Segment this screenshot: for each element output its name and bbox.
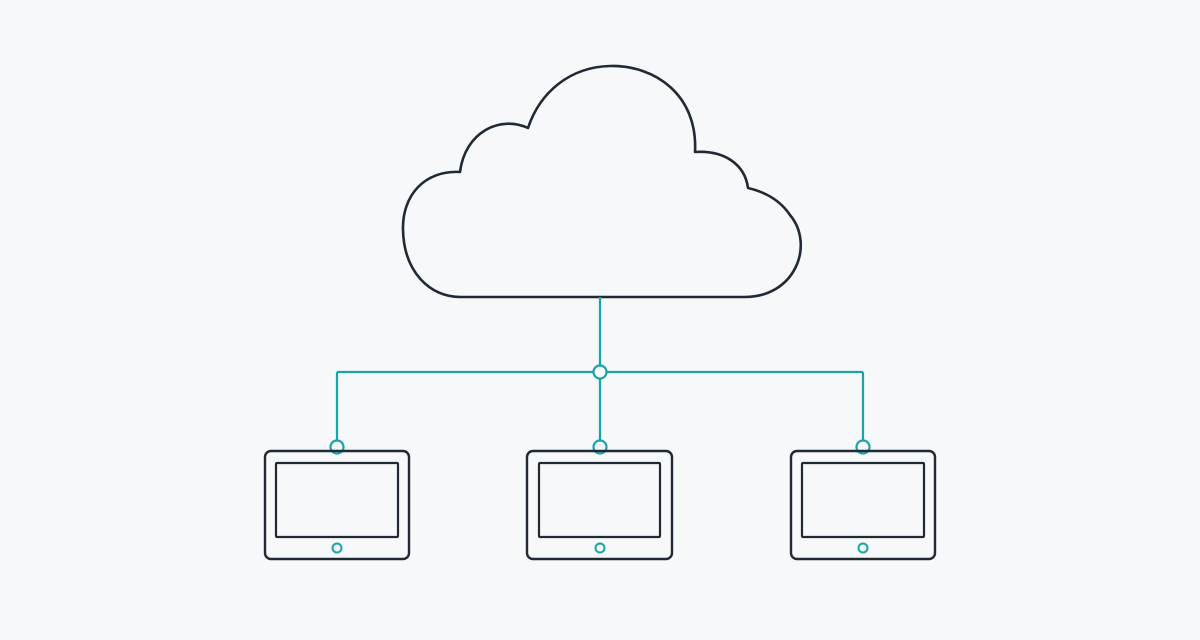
tablet-left-screen (274, 461, 400, 539)
tablet-center-home-button (594, 542, 606, 554)
tablet-center-icon (525, 449, 674, 561)
tablet-right-screen (800, 461, 926, 539)
tablet-right-body (789, 449, 937, 561)
tablet-center-screen (537, 461, 662, 539)
tablet-left-body (263, 449, 411, 561)
tablet-left-home-button (331, 542, 343, 554)
junction-node (592, 364, 608, 380)
tablet-left-icon (263, 449, 411, 561)
tablet-right-icon (789, 449, 937, 561)
tablet-right-home-button (857, 542, 869, 554)
cloud-icon (401, 64, 803, 299)
tablet-center-body (525, 449, 674, 561)
